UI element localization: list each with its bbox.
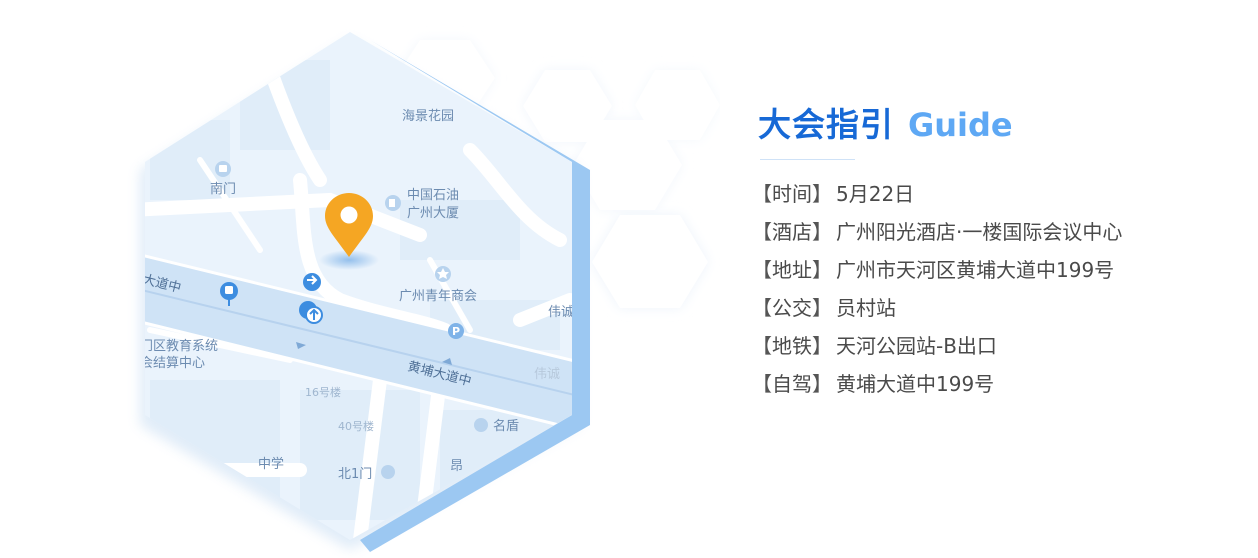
bracket-open: 【 (752, 334, 772, 358)
title-divider (760, 159, 855, 160)
info-row-address: 【地址】广州市天河区黄埔大道中199号 (752, 252, 1232, 290)
label-petro-1: 中国石油 (407, 188, 459, 203)
label-nanmen: 南门 (210, 181, 236, 197)
bracket-close: 】 (812, 258, 832, 282)
building-icon-mingsheng (474, 418, 488, 432)
row-value: 天河公园站-B出口 (836, 334, 997, 358)
bracket-close: 】 (812, 334, 832, 358)
label-school: 中学 (258, 456, 284, 472)
map-graphic: P 海景花园 南门 中国石油 广州大厦 广州青年商会 黄埔大道中 大道中 (140, 32, 720, 552)
row-label: 公交 (772, 296, 812, 320)
row-value: 5月22日 (836, 182, 915, 206)
bracket-open: 【 (752, 182, 772, 206)
label-edu-1: 门区教育系统 (140, 338, 218, 354)
label-bldg16: 16号楼 (305, 385, 341, 399)
row-value: 广州阳光酒店·一楼国际会议中心 (836, 220, 1123, 244)
row-value: 广州市天河区黄埔大道中199号 (836, 258, 1115, 282)
label-cut-right: 昂 (450, 459, 463, 474)
guide-info-panel: 大会指引 Guide 【时间】5月22日 【酒店】广州阳光酒店·一楼国际会议中心… (752, 98, 1232, 404)
bracket-open: 【 (752, 296, 772, 320)
info-row-bus: 【公交】员村站 (752, 290, 1232, 328)
label-wei-1: 伟诚 (548, 305, 574, 320)
label-youth: 广州青年商会 (399, 289, 477, 304)
info-row-drive: 【自驾】黄埔大道中199号 (752, 366, 1232, 404)
label-mingsheng: 名盾 (493, 418, 519, 434)
bracket-open: 【 (752, 258, 772, 282)
row-label: 酒店 (772, 220, 812, 244)
building-icon-north1 (381, 465, 395, 479)
decorative-hexagons (395, 40, 720, 308)
title-en: Guide (908, 106, 1013, 144)
row-label: 自驾 (772, 372, 812, 396)
row-label: 时间 (772, 182, 812, 206)
svg-text:P: P (452, 325, 460, 338)
bracket-close: 】 (812, 182, 832, 206)
parking-icon (448, 323, 464, 339)
bracket-open: 【 (752, 220, 772, 244)
row-value: 黄埔大道中199号 (836, 372, 995, 396)
entrance-icon (303, 273, 321, 291)
label-petro-2: 广州大厦 (407, 206, 459, 221)
label-wei-2: 伟诚 (534, 367, 560, 382)
row-label: 地址 (772, 258, 812, 282)
bracket-open: 【 (752, 372, 772, 396)
label-bldg40: 40号楼 (338, 419, 374, 433)
label-haijing: 海景花园 (402, 108, 454, 124)
row-label: 地铁 (772, 334, 812, 358)
title-cn: 大会指引 (758, 105, 894, 144)
info-row-time: 【时间】5月22日 (752, 176, 1232, 214)
section-title: 大会指引 Guide (758, 98, 1232, 146)
bracket-close: 】 (812, 372, 832, 396)
row-value: 员村站 (836, 296, 896, 320)
bracket-close: 】 (812, 220, 832, 244)
info-row-hotel: 【酒店】广州阳光酒店·一楼国际会议中心 (752, 214, 1232, 252)
info-list: 【时间】5月22日 【酒店】广州阳光酒店·一楼国际会议中心 【地址】广州市天河区… (752, 176, 1232, 404)
map-icons: P (215, 161, 488, 479)
location-pin-icon (319, 193, 379, 270)
label-north1: 北1门 (338, 467, 372, 482)
bracket-close: 】 (812, 296, 832, 320)
info-row-metro: 【地铁】天河公园站-B出口 (752, 328, 1232, 366)
label-edu-2: 会结算中心 (140, 356, 205, 371)
